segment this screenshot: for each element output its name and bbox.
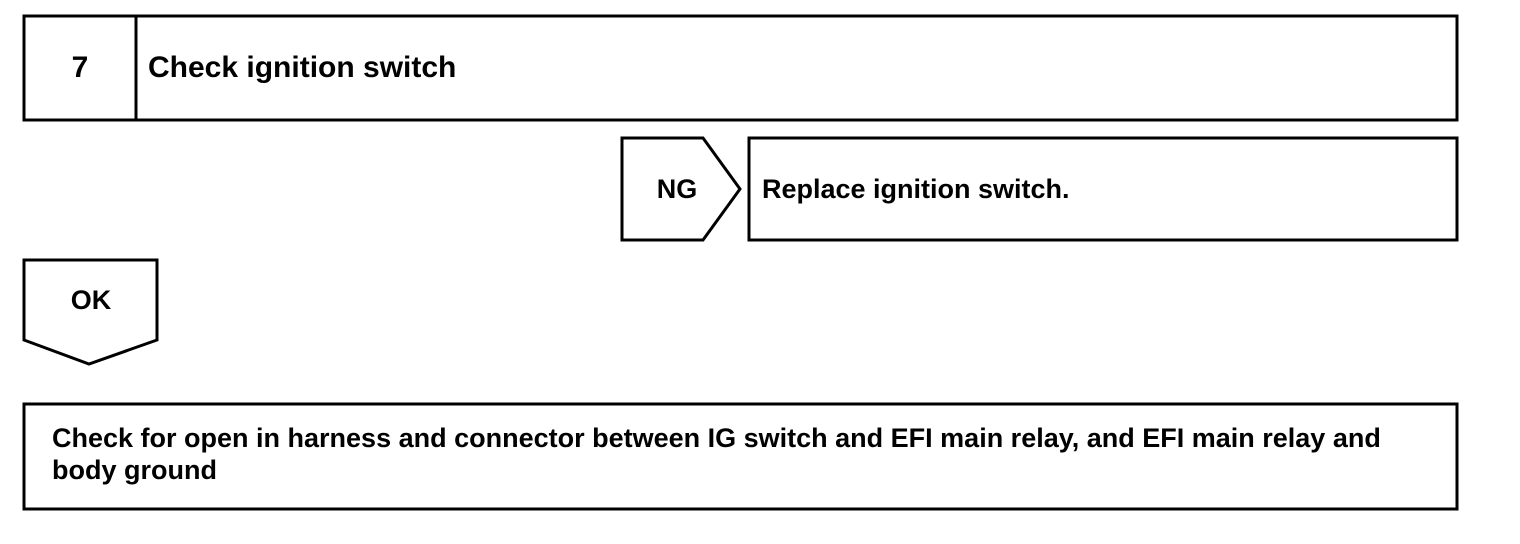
ng-action-box: [747, 136, 1459, 242]
ng-action-text: Replace ignition switch.: [762, 174, 1070, 204]
ok-label: OK: [70, 285, 112, 315]
next-step-text: Check for open in harness and connector …: [52, 423, 1381, 485]
next-step-box: [22, 402, 1459, 511]
step-header-box: [22, 14, 1459, 122]
ng-label: NG: [656, 174, 698, 204]
ok-arrow-shape: [22, 258, 159, 366]
ng-arrow-shape: [620, 136, 742, 242]
step-title: Check ignition switch: [148, 51, 457, 84]
step-number: 7: [71, 51, 89, 84]
